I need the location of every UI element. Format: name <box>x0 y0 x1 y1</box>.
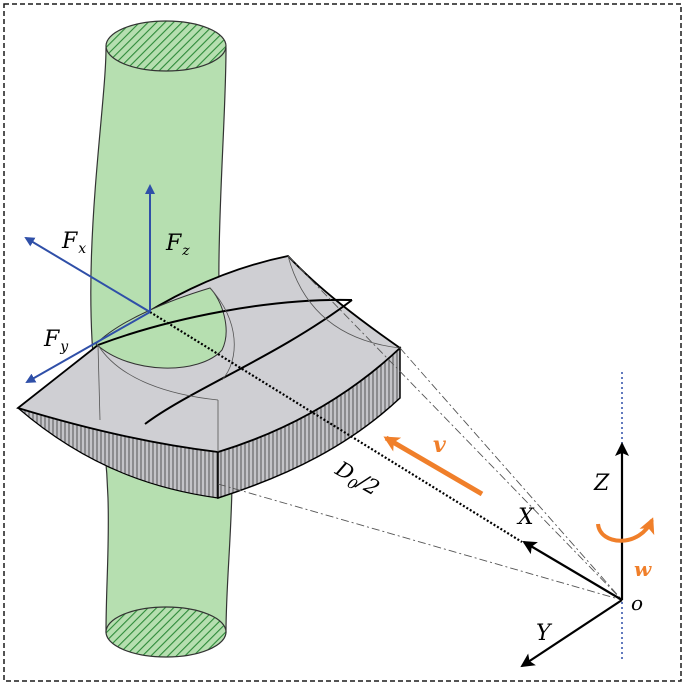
construction-arc <box>97 344 219 401</box>
radius-line <box>149 311 523 543</box>
construction-line-2 <box>97 344 101 421</box>
label-fy: Fy <box>43 327 69 355</box>
fy-main: F <box>43 327 60 352</box>
cylinder-top-cap <box>105 20 227 72</box>
label-z: Z <box>593 471 610 496</box>
label-y: Y <box>536 621 553 646</box>
construction-line <box>287 255 401 349</box>
axis-y-arrow <box>520 599 623 668</box>
force-y-arrow <box>25 311 151 383</box>
cylinder-bottom-cap <box>105 606 227 658</box>
block-groove-line <box>97 298 353 346</box>
projection-lines <box>217 255 623 601</box>
fx-main: F <box>61 229 78 254</box>
force-arrows <box>24 184 155 383</box>
label-origin: o <box>631 591 643 615</box>
label-w: w <box>634 557 652 581</box>
label-fz: Fz <box>165 231 190 259</box>
label-fx: Fx <box>61 229 86 257</box>
velocity-arrow <box>383 435 484 497</box>
fx-sub: x <box>78 241 86 257</box>
force-x-arrow <box>24 236 151 313</box>
block-groove-line-2 <box>144 299 353 425</box>
axis-x-arrow <box>522 540 623 601</box>
workpiece-block <box>16 255 402 500</box>
rotation-arrow <box>596 517 655 543</box>
fz-sub: z <box>181 243 190 259</box>
construction-arc-2 <box>209 287 235 381</box>
label-d0-half: D0/2 <box>329 456 384 504</box>
label-v: v <box>433 432 446 458</box>
cylinder-intersection <box>95 287 227 369</box>
coordinate-frame: Z X Y o w <box>516 372 655 668</box>
label-x: X <box>516 505 535 530</box>
fy-sub: y <box>59 339 69 355</box>
dashed-frame <box>3 3 682 682</box>
fz-main: F <box>165 231 182 256</box>
d0-tail: /2 <box>352 468 383 500</box>
